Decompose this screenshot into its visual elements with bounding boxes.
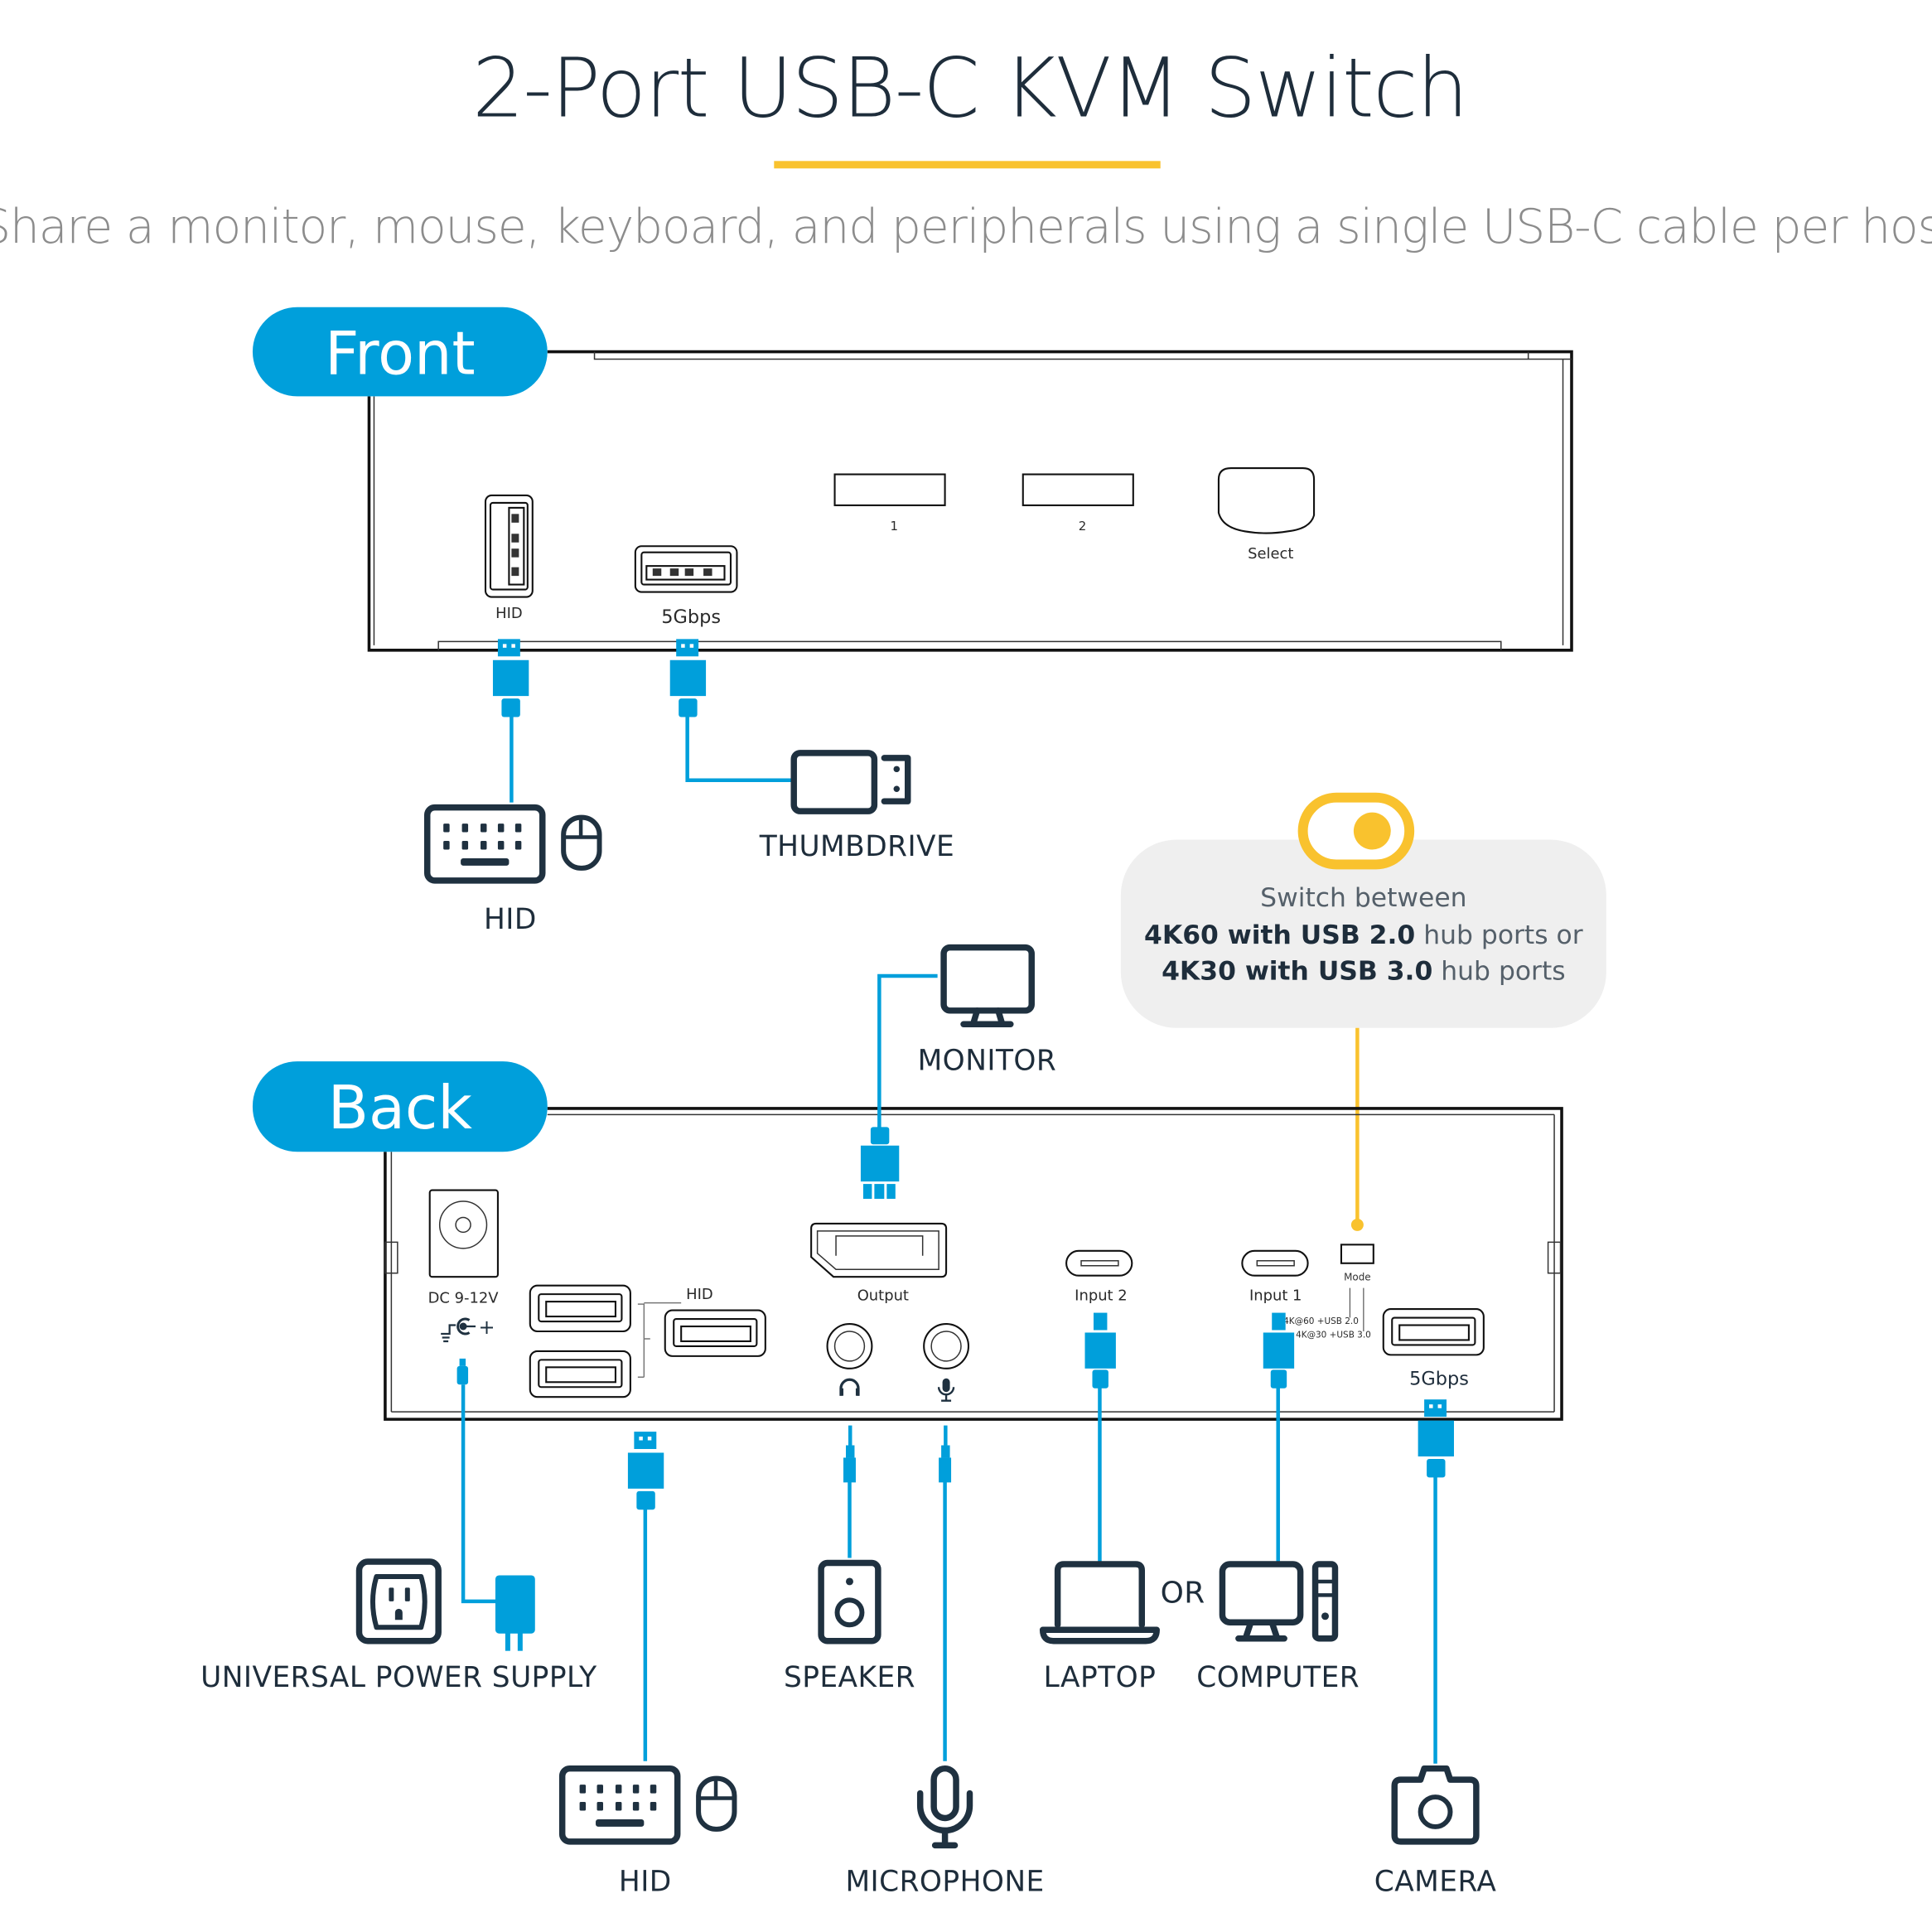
monitor-icon bbox=[940, 944, 1035, 1027]
mode-callout-line2-bold: 4K60 with USB 2.0 bbox=[1144, 920, 1415, 950]
back-usb-port-1 bbox=[529, 1284, 631, 1333]
front-hid-device-label: HID bbox=[484, 903, 537, 936]
back-5gbps-usb-port bbox=[1382, 1308, 1485, 1356]
port1-led-label: 1 bbox=[891, 519, 899, 534]
dc-polarity-icon bbox=[441, 1317, 476, 1343]
input2-cable bbox=[1084, 1312, 1116, 1563]
select-button[interactable] bbox=[1217, 467, 1316, 534]
page-title: 2-Port USB-C KVM Switch bbox=[472, 41, 1467, 137]
mode-callout: Switch between 4K60 with USB 2.0 hub por… bbox=[1120, 792, 1606, 1231]
port2-led-label: 2 bbox=[1079, 519, 1087, 534]
power-adapter-icon bbox=[495, 1575, 535, 1651]
power-outlet-icon bbox=[355, 1558, 442, 1645]
speaker-cable bbox=[843, 1425, 856, 1558]
back-usb-label: 5Gbps bbox=[1409, 1368, 1469, 1389]
toggle-switch-icon bbox=[1297, 792, 1415, 870]
input1-cable bbox=[1263, 1312, 1295, 1563]
or-separator: OR bbox=[1161, 1576, 1205, 1610]
dc-power-jack bbox=[428, 1189, 499, 1278]
front-panel: HID 5Gbps 1 2 Select bbox=[367, 350, 1573, 652]
computer-label: COMPUTER bbox=[1196, 1661, 1360, 1694]
laptop-icon bbox=[1039, 1561, 1160, 1645]
power-supply-label: UNIVERSAL POWER SUPPLY bbox=[200, 1661, 597, 1694]
front-hid-port-label: HID bbox=[495, 605, 523, 622]
page-subtitle: Share a monitor, mouse, keyboard, and pe… bbox=[0, 200, 1932, 254]
speaker-icon bbox=[818, 1559, 881, 1645]
mode-callout-line2: 4K60 with USB 2.0 hub ports or bbox=[1144, 920, 1583, 950]
mode-callout-line2-rest: hub ports or bbox=[1415, 920, 1582, 950]
mode-switch[interactable] bbox=[1340, 1244, 1374, 1264]
mode-callout-line3: 4K30 with USB 3.0 hub ports bbox=[1162, 956, 1566, 986]
camera-cable bbox=[1418, 1399, 1454, 1764]
dc-polarity-plus: + bbox=[478, 1316, 495, 1339]
front-usb-port bbox=[634, 545, 738, 593]
thumbdrive-icon bbox=[790, 750, 911, 814]
camera-icon bbox=[1391, 1765, 1480, 1845]
camera-label: CAMERA bbox=[1374, 1866, 1497, 1899]
mode-callout-line1: Switch between bbox=[1260, 883, 1466, 913]
dc-jack-label: DC 9-12V bbox=[428, 1290, 500, 1307]
microphone-icon bbox=[916, 1765, 973, 1849]
keyboard-mouse-icon bbox=[423, 804, 602, 884]
thumbdrive-label: THUMBDRIVE bbox=[759, 830, 954, 863]
select-button-label: Select bbox=[1248, 545, 1293, 563]
mode-option-1: 4K@60 +USB 2.0 bbox=[1283, 1316, 1359, 1326]
speaker-label: SPEAKER bbox=[784, 1661, 915, 1694]
mode-callout-line3-bold: 4K30 with USB 3.0 bbox=[1162, 956, 1432, 986]
output-port-label: Output bbox=[857, 1287, 909, 1305]
front-usb-cable bbox=[669, 639, 793, 783]
front-hid-port bbox=[484, 494, 534, 598]
back-hid-device-label: HID bbox=[619, 1866, 672, 1899]
mode-callout-line3-rest: hub ports bbox=[1432, 956, 1565, 986]
input2-label: Input 2 bbox=[1075, 1287, 1128, 1305]
microphone-label: MICROPHONE bbox=[845, 1866, 1044, 1899]
back-usb-port-3 bbox=[664, 1309, 766, 1357]
mic-small-icon bbox=[937, 1378, 955, 1402]
mic-jack bbox=[923, 1322, 970, 1369]
back-badge: Back bbox=[252, 1061, 548, 1152]
mode-option-2: 4K@30 +USB 3.0 bbox=[1296, 1330, 1371, 1340]
mode-switch-label: Mode bbox=[1344, 1272, 1371, 1283]
headphone-icon bbox=[839, 1378, 860, 1396]
laptop-label: LAPTOP bbox=[1044, 1661, 1157, 1694]
back-panel: DC 9-12V + HID bbox=[384, 1107, 1563, 1421]
back-usb-port-2 bbox=[529, 1350, 631, 1398]
input1-label: Input 1 bbox=[1249, 1287, 1302, 1305]
front-usb-port-label: 5Gbps bbox=[661, 606, 721, 628]
front-hid-cable bbox=[492, 639, 529, 803]
back-hid-ports-label: HID bbox=[686, 1286, 713, 1303]
monitor-label: MONITOR bbox=[918, 1045, 1057, 1078]
power-cable bbox=[456, 1358, 498, 1604]
monitor-cable bbox=[860, 973, 938, 1200]
port1-led bbox=[833, 473, 946, 506]
back-keyboard-mouse-icon bbox=[558, 1765, 737, 1845]
desktop-computer-icon bbox=[1219, 1561, 1339, 1642]
front-badge-label: Front bbox=[325, 318, 475, 388]
port2-led bbox=[1022, 473, 1134, 506]
back-hid-cable bbox=[627, 1432, 664, 1761]
displayport-output bbox=[810, 1222, 948, 1278]
back-badge-label: Back bbox=[328, 1073, 473, 1142]
input2-usbc-port bbox=[1065, 1249, 1133, 1277]
headphone-jack bbox=[826, 1322, 873, 1369]
mic-cable bbox=[939, 1425, 952, 1761]
front-badge: Front bbox=[252, 307, 548, 397]
input1-usbc-port bbox=[1241, 1249, 1309, 1277]
title-underline bbox=[774, 161, 1161, 169]
